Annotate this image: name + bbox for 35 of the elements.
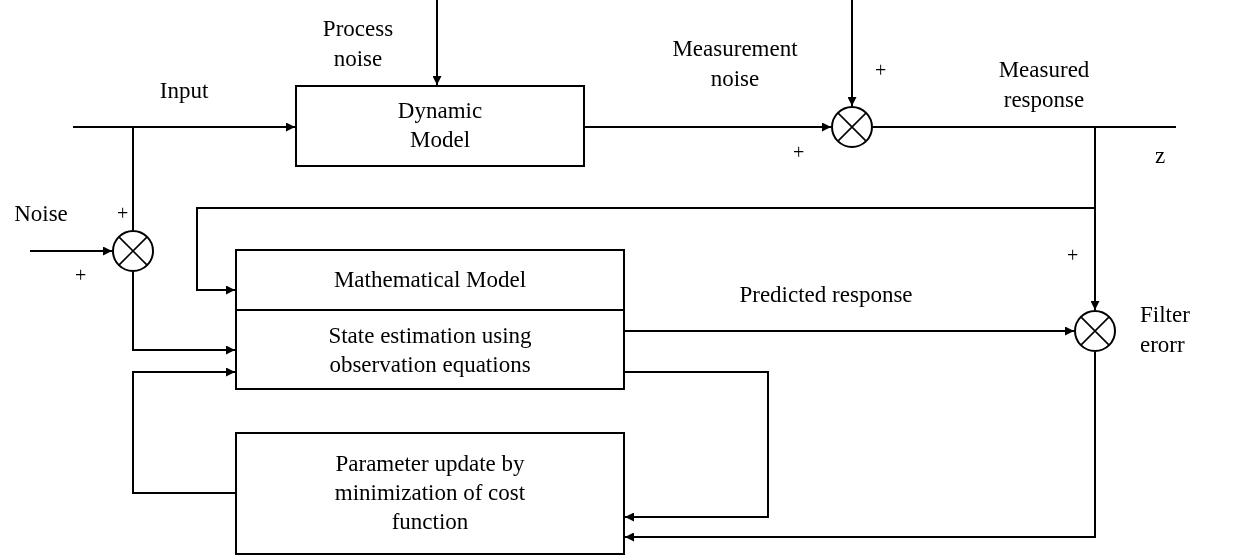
sign-label: +: [793, 140, 805, 165]
signal-label: Process noise: [321, 15, 395, 73]
box-heading: Mathematical Model: [333, 265, 527, 294]
signal-arrow: [624, 326, 1075, 336]
signal-arrow: [432, 0, 442, 86]
variable-label: z: [1155, 142, 1166, 170]
signal-arrow: [72, 122, 296, 132]
process-box: [295, 85, 585, 167]
signal-arrow: [196, 126, 1096, 295]
signal-label: Predicted response: [739, 281, 913, 309]
signal-arrow: [29, 246, 113, 256]
signal-label: Measurement noise: [671, 35, 799, 93]
sign-label: +: [875, 58, 887, 83]
signal-line: [132, 126, 134, 231]
signal-label: Measured response: [997, 56, 1091, 114]
sign-label: +: [117, 201, 129, 226]
signal-arrow: [624, 371, 769, 522]
summing-junction: [1074, 310, 1116, 352]
signal-arrow: [624, 351, 1096, 542]
signal-arrow: [847, 0, 857, 107]
signal-arrow: [132, 271, 236, 355]
box-text: State estimation using observation equations: [327, 321, 533, 379]
signal-arrow: [132, 367, 236, 494]
process-box: [235, 432, 625, 555]
signal-arrow: [584, 122, 832, 132]
sign-label: +: [75, 263, 87, 288]
box-text: Dynamic Model: [396, 97, 484, 154]
sign-label: +: [1067, 243, 1079, 268]
summing-junction: [831, 106, 873, 148]
signal-label: Noise: [14, 200, 68, 228]
junction-label: Filter erorr: [1140, 301, 1191, 359]
box-text: Parameter update by minimization of cost function: [333, 450, 527, 536]
process-box: [235, 249, 625, 390]
signal-label: Input: [159, 77, 209, 105]
summing-junction: [112, 230, 154, 272]
